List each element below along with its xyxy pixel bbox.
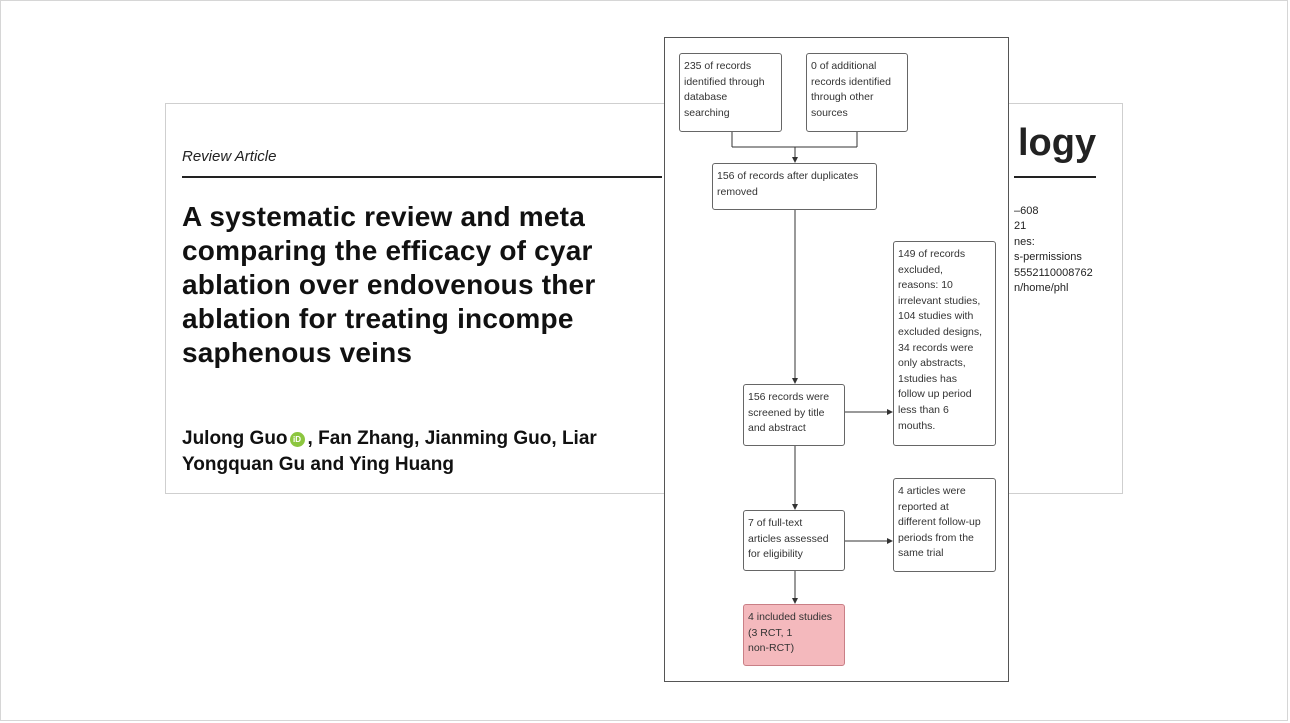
box-full-text-assessed: 7 of full-text articles assessed for eli…: [743, 510, 845, 571]
article-title: A systematic review and meta comparing t…: [182, 200, 942, 370]
author-line: Yongquan Gu and Ying Huang: [182, 454, 454, 475]
meta-line: 21: [1014, 220, 1027, 233]
article-type-label: Review Article: [182, 148, 277, 165]
box-identified-other: 0 of additional records identified throu…: [806, 53, 908, 132]
journal-name-fragment: logy: [1018, 122, 1097, 164]
meta-line: –608: [1014, 205, 1039, 217]
box-identified-database: 235 of records identified through databa…: [679, 53, 782, 132]
box-included-studies: 4 included studies (3 RCT, 1 non-RCT): [743, 604, 845, 666]
first-author: Julong Guo: [182, 428, 288, 449]
title-line: comparing the efficacy of cyar: [182, 235, 593, 266]
box-reported-periods: 4 articles were reported at different fo…: [893, 478, 996, 572]
meta-line: nes:: [1014, 235, 1035, 248]
journal-meta: –608 21 nes: s-permissions 5552110008762…: [1014, 204, 1093, 296]
flow-connectors: [731, 132, 893, 604]
title-line: A systematic review and meta: [182, 201, 585, 232]
header-rule-left: [182, 176, 662, 178]
meta-line: n/home/phl: [1014, 282, 1069, 295]
box-records-excluded: 149 of records excluded, reasons: 10 irr…: [893, 241, 996, 446]
co-authors: , Fan Zhang, Jianming Guo, Liar: [307, 428, 597, 449]
title-line: ablation for treating incompe: [182, 303, 574, 334]
title-line: ablation over endovenous ther: [182, 269, 596, 300]
prisma-flow-diagram: 235 of records identified through databa…: [664, 37, 1009, 682]
box-screened: 156 records were screened by title and a…: [743, 384, 845, 446]
header-rule-right: [1014, 176, 1096, 178]
meta-line: s-permissions: [1014, 251, 1082, 264]
box-after-duplicates: 156 of records after duplicates removed: [712, 163, 877, 210]
meta-line: 5552110008762: [1014, 266, 1093, 279]
title-line: saphenous veins: [182, 337, 413, 368]
orcid-icon[interactable]: iD: [289, 432, 305, 447]
